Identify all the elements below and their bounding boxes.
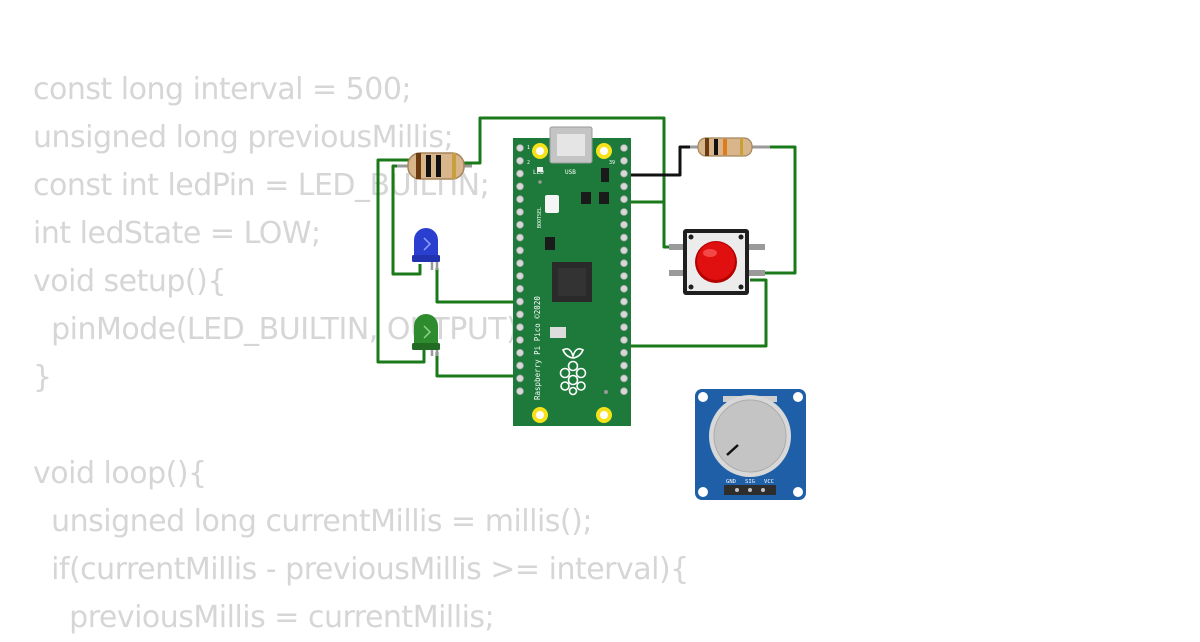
header-pin xyxy=(620,336,628,344)
header-pin xyxy=(516,387,524,396)
header-pin xyxy=(620,144,628,152)
header-pin xyxy=(516,297,524,306)
header-pin xyxy=(620,259,628,268)
header-pin xyxy=(516,259,524,268)
wire-black xyxy=(622,145,698,177)
pushbutton xyxy=(669,229,765,295)
pin-2-label: 2 xyxy=(527,160,530,166)
led-label: LED xyxy=(533,169,544,176)
wire-resistor1-top xyxy=(462,116,666,202)
code-line: if(currentMillis - previousMillis >= int… xyxy=(33,552,689,587)
header-pin xyxy=(620,284,628,293)
code-line: unsigned long currentMillis = millis(); xyxy=(33,504,592,539)
code-line: int ledState = LOW; xyxy=(33,216,321,251)
header-pin xyxy=(620,157,628,165)
header-pin xyxy=(516,361,524,370)
resistor-1 xyxy=(397,152,472,180)
header-pin xyxy=(516,144,524,152)
header-pin xyxy=(620,221,628,229)
code-line: pinMode(LED_BUILTIN, OUTPUT); xyxy=(33,312,527,347)
pot-sig-label: SIG xyxy=(745,479,755,485)
pot-gnd-label: GND xyxy=(726,479,736,485)
header-pin xyxy=(620,233,628,242)
led-green xyxy=(412,314,440,356)
wire-ground-loop xyxy=(376,158,426,364)
header-pin xyxy=(516,233,524,242)
wire-blue-led xyxy=(435,268,524,304)
pot-knob xyxy=(713,399,787,473)
usb-label: USB xyxy=(565,169,576,176)
wire-resistor2-right xyxy=(750,145,797,275)
potentiometer: GND SIG VCC xyxy=(695,389,806,500)
header-pin xyxy=(620,310,628,319)
header-pin xyxy=(620,323,628,332)
bootsel-button xyxy=(545,195,559,213)
header-pin xyxy=(516,310,524,319)
header-pin xyxy=(620,272,628,280)
pin-1-label: 1 xyxy=(527,145,530,151)
button-cap xyxy=(697,242,735,280)
code-line: unsigned long previousMillis; xyxy=(33,120,454,155)
header-pin xyxy=(516,272,524,280)
header-pin xyxy=(620,387,628,396)
code-line: previousMillis = currentMillis; xyxy=(33,600,495,635)
header-pin xyxy=(620,195,628,204)
header-pin xyxy=(516,246,524,255)
header-pin xyxy=(620,297,628,306)
wire-green-led xyxy=(435,352,524,378)
header-pin xyxy=(516,374,524,383)
led-blue xyxy=(412,228,440,270)
code-line: } xyxy=(33,360,52,395)
header-pin xyxy=(620,361,628,370)
pin-39-label: 39 xyxy=(609,160,615,166)
onboard-led xyxy=(537,167,543,172)
wire-board-to-button xyxy=(622,200,684,249)
pot-vcc-label: VCC xyxy=(764,479,774,485)
header-pin xyxy=(516,157,524,165)
code-line: void setup(){ xyxy=(33,264,226,299)
bootsel-label: BOOTSEL xyxy=(537,207,543,228)
header-pin xyxy=(620,169,628,178)
resistor-2 xyxy=(690,137,770,157)
header-pin xyxy=(516,323,524,332)
code-line: void loop(){ xyxy=(33,456,207,491)
header-pin xyxy=(516,221,524,229)
header-pin xyxy=(620,246,628,255)
code-line: const long interval = 500; xyxy=(33,72,412,107)
board-name: Raspberry Pi Pico ©2020 xyxy=(533,296,542,400)
header-pin xyxy=(620,208,628,216)
raspberry-logo-icon xyxy=(559,348,587,396)
header-pin xyxy=(620,182,628,191)
header-pin xyxy=(516,182,524,191)
header-pin xyxy=(620,374,628,383)
pin-headers xyxy=(516,144,628,396)
header-pin xyxy=(516,284,524,293)
pico-board: LED USB 1 2 39 BOOTSEL Raspberry Pi Pico… xyxy=(513,126,631,426)
header-pin xyxy=(620,348,628,357)
header-pin xyxy=(516,169,524,178)
wire-button-to-board xyxy=(622,278,768,348)
header-pin xyxy=(516,208,524,216)
header-pin xyxy=(516,195,524,204)
header-pin xyxy=(516,348,524,357)
pot-indicator xyxy=(726,444,739,456)
header-pin xyxy=(516,336,524,344)
